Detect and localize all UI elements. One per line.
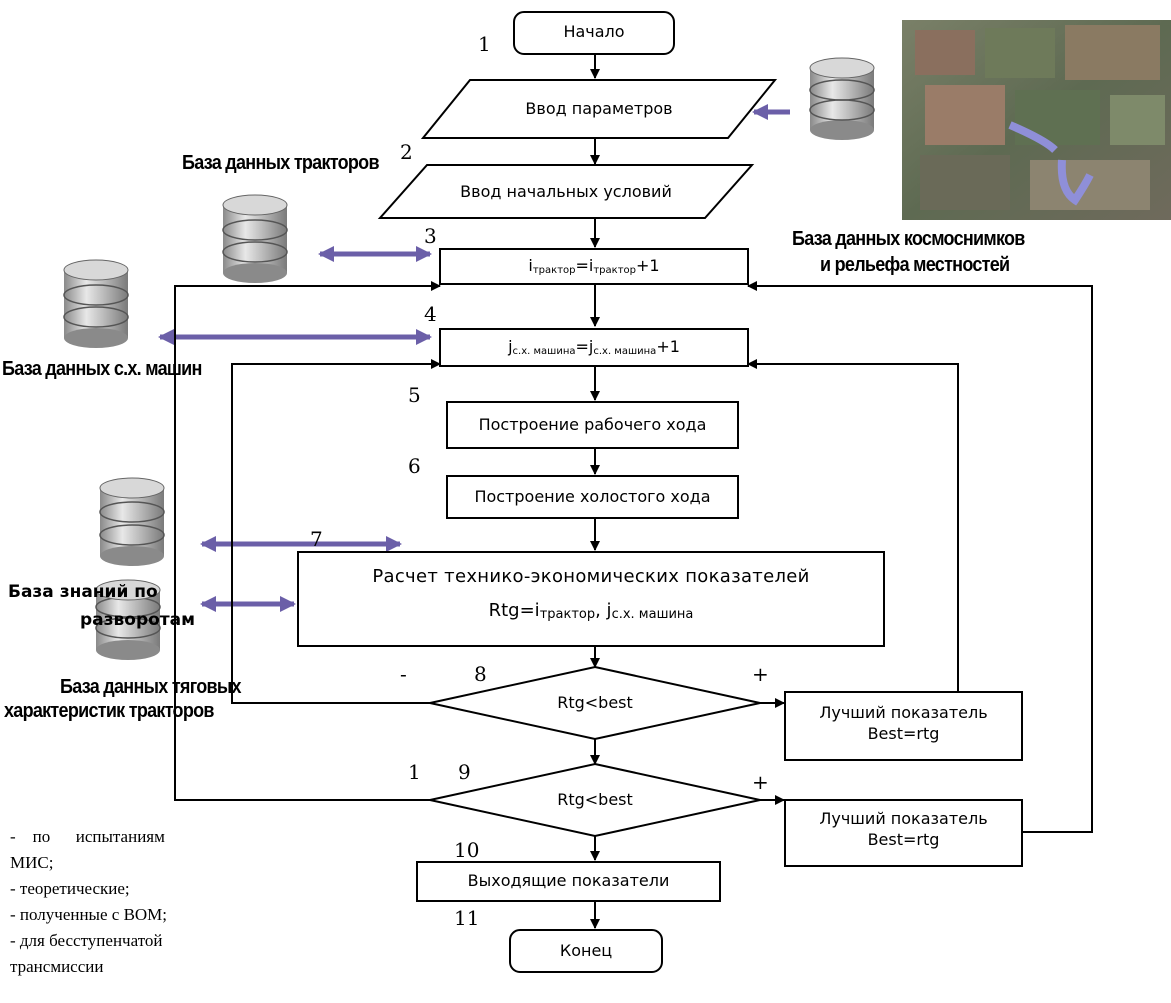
cond9-label: Rtg<best bbox=[557, 790, 633, 809]
note-line-3: - теоретические; bbox=[10, 879, 130, 898]
flow-connectors bbox=[174, 54, 1093, 929]
db-agri-machines-icon bbox=[63, 259, 129, 348]
calc-formula: Rtg=iтрактор, jс.х. машина bbox=[298, 600, 884, 622]
notes-list: - по испытаниям МИС; - теоретические; - … bbox=[10, 824, 248, 980]
cond8-label: Rtg<best bbox=[557, 693, 633, 712]
machine-loop-lhs-sub: с.х. машина bbox=[512, 346, 576, 357]
db-tractors-label: База данных тракторов bbox=[182, 152, 380, 174]
note-line-6: трансмиссии bbox=[10, 957, 104, 976]
calc-formula-lhs: Rtg=i bbox=[488, 600, 540, 621]
db-turns-kb-icon bbox=[99, 477, 165, 566]
tractor-loop-rhs-sub: трактор bbox=[593, 265, 636, 276]
step-number-10: 10 bbox=[454, 838, 480, 862]
machine-loop-label: jс.х. машина=jс.х. машина+1 bbox=[440, 337, 748, 357]
minus-sign: - bbox=[400, 662, 407, 686]
note-line-4: - полученные с ВОМ; bbox=[10, 905, 168, 924]
db-traction-label-1: База данных тяговых bbox=[60, 676, 242, 698]
db-turns-kb-label-2: разворотам bbox=[80, 610, 196, 630]
step-number-9b: 1 bbox=[408, 760, 421, 784]
db-tractors-icon bbox=[222, 194, 288, 283]
machine-loop-suffix: +1 bbox=[656, 337, 680, 356]
machine-loop-mid: =j bbox=[575, 337, 594, 356]
machine-loop-lhs: j bbox=[508, 337, 513, 356]
step-number-11: 11 bbox=[454, 906, 480, 930]
best8-line1: Лучший показатель bbox=[819, 703, 988, 722]
db-turns-kb-label-1: База знаний по bbox=[8, 582, 158, 602]
db-traction-icon bbox=[95, 579, 161, 660]
calc-formula-sub1: трактор bbox=[539, 607, 596, 622]
plus-sign-8: + bbox=[752, 662, 769, 686]
input-initial-label: Ввод начальных условий bbox=[460, 182, 672, 201]
db-agri-machines-label: База данных с.х. машин bbox=[2, 358, 202, 380]
step-number-7: 7 bbox=[310, 527, 323, 551]
flow-shapes bbox=[297, 11, 1023, 973]
machine-loop-rhs-sub: с.х. машина bbox=[593, 346, 657, 357]
work-run-label: Построение рабочего хода bbox=[478, 415, 707, 434]
satellite-image bbox=[902, 20, 1171, 220]
calc-title: Расчет технико-экономических показателей bbox=[372, 566, 810, 587]
step-number-2: 2 bbox=[400, 140, 413, 164]
tractor-loop-label: iтрактор=iтрактор+1 bbox=[440, 256, 748, 276]
step-number-1: 1 bbox=[478, 32, 491, 56]
db-space-images-label-1: База данных космоснимков bbox=[792, 228, 1025, 250]
db-space-images-label-2: и рельефа местностей bbox=[820, 254, 1010, 276]
db-arrows bbox=[158, 104, 790, 612]
tractor-loop-lhs: i bbox=[528, 256, 533, 275]
note-line-2: МИС; bbox=[10, 853, 54, 872]
step-number-4: 4 bbox=[424, 302, 437, 326]
input-params-label: Ввод параметров bbox=[525, 99, 673, 118]
output-label: Выходящие показатели bbox=[467, 871, 670, 890]
step-number-6: 6 bbox=[408, 454, 421, 478]
step-number-9: 9 bbox=[458, 760, 471, 784]
tractor-loop-mid: =i bbox=[575, 256, 594, 275]
db-traction-label-2: характеристик тракторов bbox=[4, 700, 214, 722]
best9-line2: Best=rtg bbox=[867, 830, 940, 849]
plus-sign-9: + bbox=[752, 770, 769, 794]
db-space-images-icon bbox=[809, 57, 875, 140]
best8-line2: Best=rtg bbox=[867, 724, 940, 743]
calc-formula-sep: , j bbox=[595, 600, 612, 621]
step-number-8: 8 bbox=[474, 662, 487, 686]
step-number-3: 3 bbox=[424, 224, 437, 248]
step-number-5: 5 bbox=[408, 383, 421, 407]
end-label: Конец bbox=[559, 941, 613, 960]
start-label: Начало bbox=[563, 22, 625, 41]
idle-run-label: Построение холостого хода bbox=[474, 487, 711, 506]
best9-line1: Лучший показатель bbox=[819, 809, 988, 828]
note-line-1: - по испытаниям bbox=[10, 827, 165, 846]
tractor-loop-suffix: +1 bbox=[636, 256, 660, 275]
calc-formula-sub2: с.х. машина bbox=[611, 607, 694, 622]
note-line-5: - для бесступенчатой bbox=[10, 931, 163, 950]
tractor-loop-lhs-sub: трактор bbox=[532, 265, 576, 276]
